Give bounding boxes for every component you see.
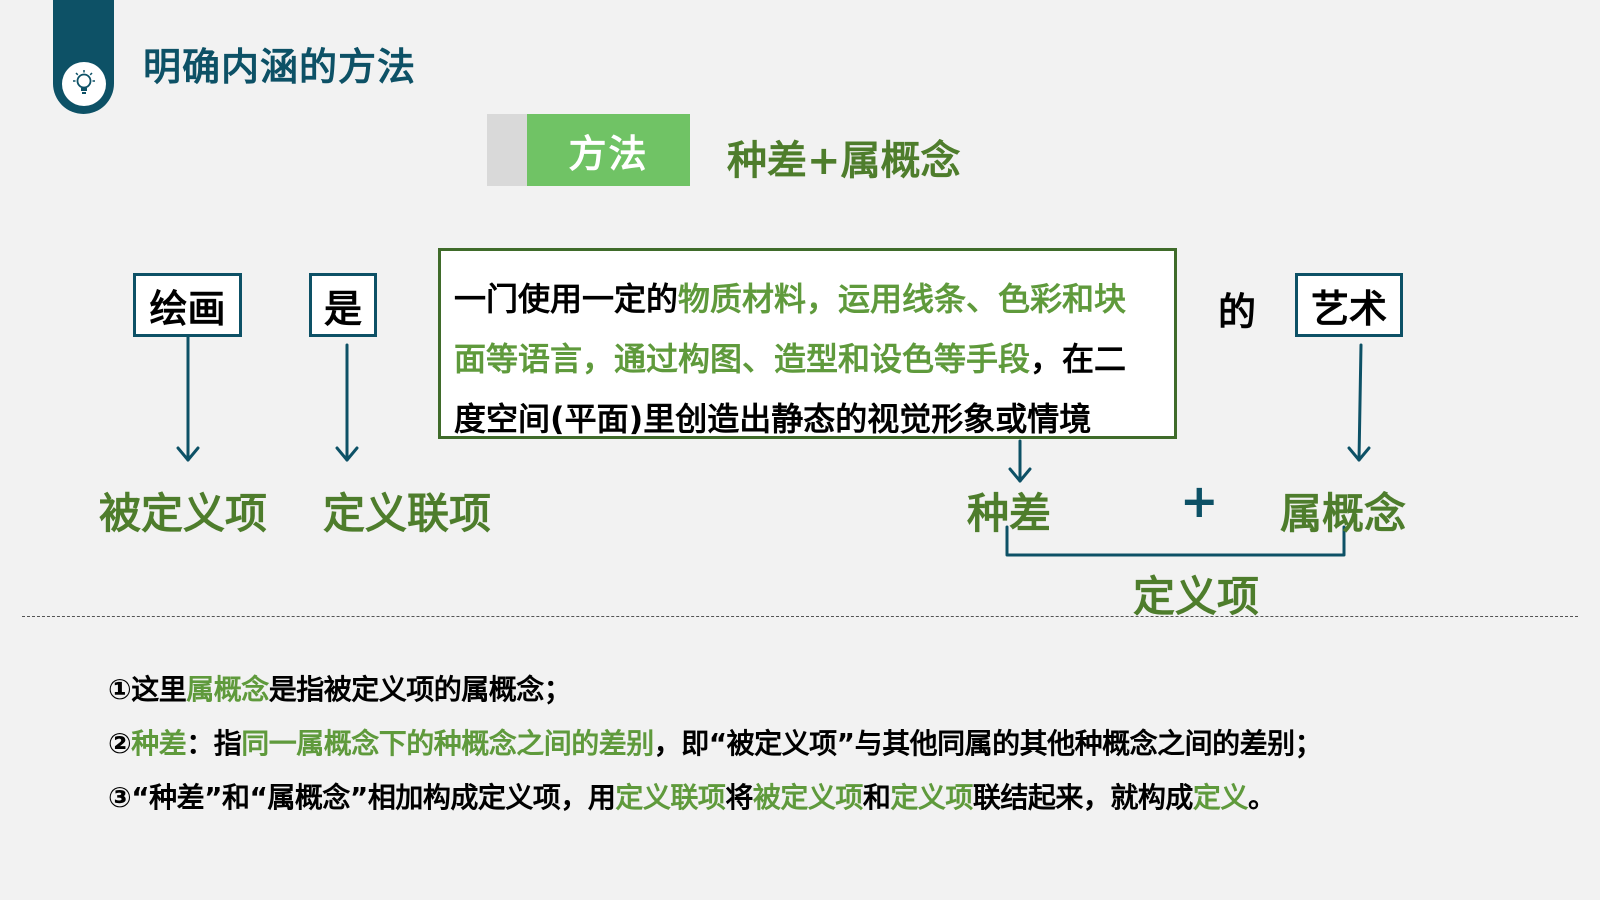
definition-segment: 一门使用一定的 xyxy=(454,280,679,318)
label-zhong-cha: 种差 xyxy=(967,489,1052,538)
note-2-seg-highlight: 同一属概念下的种概念之间的差别 xyxy=(241,727,654,760)
arrow-yishu-shaft xyxy=(1357,343,1363,462)
page-title: 明确内涵的方法 xyxy=(143,45,417,89)
dashed-divider xyxy=(22,616,1578,617)
word-de: 的 xyxy=(1218,290,1257,334)
note-2-seg: ② xyxy=(108,727,132,760)
note-2-seg: ，即“被定义项”与其他同属的其他种概念之间的差别； xyxy=(653,727,1323,760)
note-3-seg-highlight: 定义 xyxy=(1192,781,1249,814)
method-accent-bar xyxy=(487,114,527,186)
definiens-bracket xyxy=(1005,525,1346,557)
note-3-seg: 。 xyxy=(1247,781,1276,814)
arrow-shi-head xyxy=(335,446,359,462)
note-1-seg: ①这里 xyxy=(108,673,187,706)
label-ding-yi-xiang: 定义项 xyxy=(1133,572,1260,621)
arrow-zhongcha-head xyxy=(1008,467,1032,483)
note-3-seg: 将 xyxy=(725,781,753,814)
note-3-seg: 联结起来，就构成 xyxy=(972,781,1194,814)
note-3-seg-highlight: 定义项 xyxy=(890,781,973,814)
label-shu-gai-nian: 属概念 xyxy=(1280,489,1407,538)
arrow-huihua-head xyxy=(176,446,200,462)
note-3-seg: 和 xyxy=(862,781,891,814)
word-yishu-box: 艺术 xyxy=(1295,273,1403,337)
note-3-seg-highlight: 被定义项 xyxy=(752,781,864,814)
plus-sign: + xyxy=(1180,474,1219,528)
word-shi-box: 是 xyxy=(309,273,377,337)
label-bei-ding-yi-xiang: 被定义项 xyxy=(99,489,268,538)
note-3: ③“种差”和“属概念”相加构成定义项，用定义联项将被定义项和定义项联结起来，就构… xyxy=(108,776,1276,816)
word-huihua-box: 绘画 xyxy=(133,273,242,337)
note-3-seg: ③“种差”和“属概念”相加构成定义项，用 xyxy=(108,781,616,814)
definition-segment: ，在二度空间(平面)里创造出静态的视觉形象或情境 xyxy=(454,340,1127,438)
note-3-seg-highlight: 定义联项 xyxy=(615,781,726,814)
note-1-seg-highlight: 属概念 xyxy=(186,673,269,706)
method-formula: 种差+属概念 xyxy=(727,138,961,184)
definition-box: 一门使用一定的物质材料，运用线条、色彩和块面等语言，通过构图、造型和设色等手段，… xyxy=(438,248,1177,439)
note-1-seg: 是指被定义项的属概念； xyxy=(268,673,572,706)
method-label: 方法 xyxy=(527,114,690,186)
note-2-seg-highlight: 种差 xyxy=(131,727,187,760)
arrow-yishu-head xyxy=(1347,446,1371,462)
label-ding-yi-lian-xiang: 定义联项 xyxy=(323,489,492,538)
note-2: ②种差：指同一属概念下的种概念之间的差别，即“被定义项”与其他同属的其他种概念之… xyxy=(108,722,1323,762)
lightbulb-icon xyxy=(62,62,106,106)
note-1: ①这里属概念是指被定义项的属概念； xyxy=(108,668,572,708)
definition-segment-highlight: 物质材料，运用线条、色彩和块面等语言，通过构图、造型和设色等手段 xyxy=(454,280,1127,378)
note-2-seg: ：指 xyxy=(186,727,242,760)
